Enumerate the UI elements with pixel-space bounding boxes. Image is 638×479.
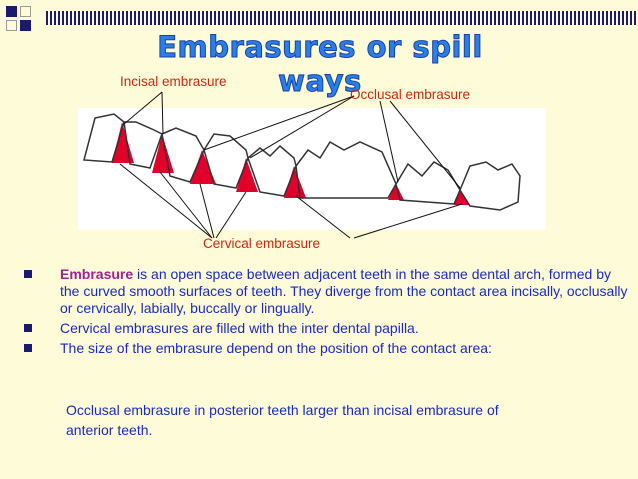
bullet-text: The size of the embrasure depend on the … [60, 340, 492, 356]
keyword-embrasure: Embrasure [60, 266, 134, 282]
pointer-arrows [119, 91, 463, 239]
bullet-text: Cervical embrasures are filled with the … [60, 320, 419, 336]
sub-line: Occlusal embrasure in posterior teeth la… [66, 402, 499, 418]
incisal-embrasure-label: Incisal embrasure [120, 74, 227, 89]
occlusal-embrasure-label: Occlusal embrasure [350, 87, 471, 102]
bullet-item-definition: Embrasure is an open space between adjac… [22, 266, 628, 317]
bullet-text: is an open space between adjacent teeth … [60, 266, 628, 316]
bullet-list: Embrasure is an open space between adjac… [22, 266, 628, 360]
teeth-diagram [78, 91, 546, 239]
cervical-embrasure-label: Cervical embrasure [203, 236, 321, 251]
bullet-item-size: The size of the embrasure depend on the … [22, 340, 628, 357]
diagram-background [78, 108, 546, 230]
bullet-square-icon [24, 324, 32, 332]
bullet-item-cervical: Cervical embrasures are filled with the … [22, 320, 628, 337]
corner-decoration [0, 0, 34, 34]
sub-paragraph: Occlusal embrasure in posterior teeth la… [66, 400, 626, 440]
bullet-square-icon [24, 270, 32, 278]
sub-line: anterior teeth. [66, 422, 153, 438]
slide-title: Embrasures or spill ways [157, 30, 483, 99]
bullet-square-icon [24, 344, 32, 352]
header-stripe-bar [46, 11, 638, 25]
